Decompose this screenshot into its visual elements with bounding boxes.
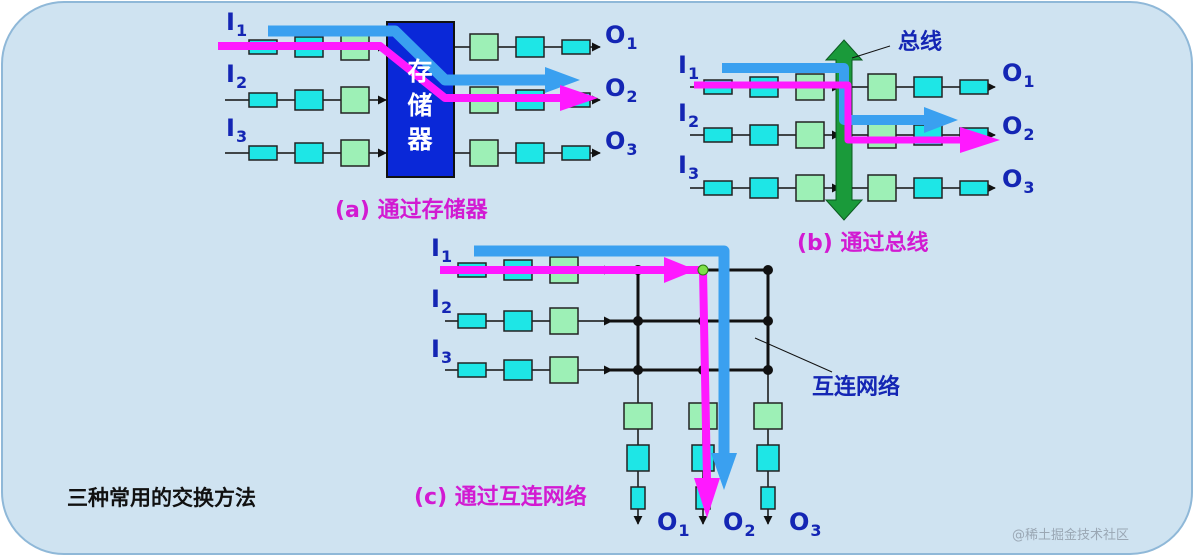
path-magenta-a [218,42,562,102]
bus-label: 总线 [898,30,943,55]
memory-label-2: 储 [407,91,433,120]
memory-label-3: 器 [407,125,433,154]
caption-a: (a) 通过存储器 [335,198,488,223]
output-label-b1: O1 [1002,59,1035,91]
output-label-c3: O3 [789,508,822,540]
input-label-b3: I3 [678,151,700,183]
input-label-a2: I2 [226,60,248,92]
caption-b: (b) 通过总线 [797,231,929,256]
output-label-c2: O2 [723,508,756,540]
crosspoint-active [697,264,709,276]
output-label-b2: O2 [1002,112,1035,144]
input-label-c3: I3 [431,335,453,367]
output-label-a3: O3 [605,127,638,159]
path-blue-b [722,63,926,125]
input-label-b2: I2 [678,99,700,131]
path-magenta-b [694,81,962,144]
output-label-a2: O2 [605,74,638,106]
input-label-c1: I1 [431,234,453,266]
fabric-label: 互连网络 [812,375,901,400]
watermark: @稀土掘金技术社区 [1012,528,1130,543]
path-blue-a [268,25,545,86]
output-label-c1: O1 [657,508,690,540]
diagram-b-bus [690,39,1000,221]
diagram-a-memory [218,21,601,178]
bus-arrow [824,39,864,221]
input-label-c2: I2 [431,285,453,317]
input-label-a1: I1 [226,8,248,40]
caption-c: (c) 通过互连网络 [414,485,587,510]
output-label-b3: O3 [1002,165,1035,197]
path-blue-c [474,245,730,455]
input-label-a3: I3 [226,114,248,146]
memory-label-1: 存 [407,57,433,86]
output-label-a1: O1 [605,21,638,53]
input-label-b1: I1 [678,51,700,83]
figure-title: 三种常用的交换方法 [67,486,256,510]
diagram-c-crossbar [440,245,833,525]
